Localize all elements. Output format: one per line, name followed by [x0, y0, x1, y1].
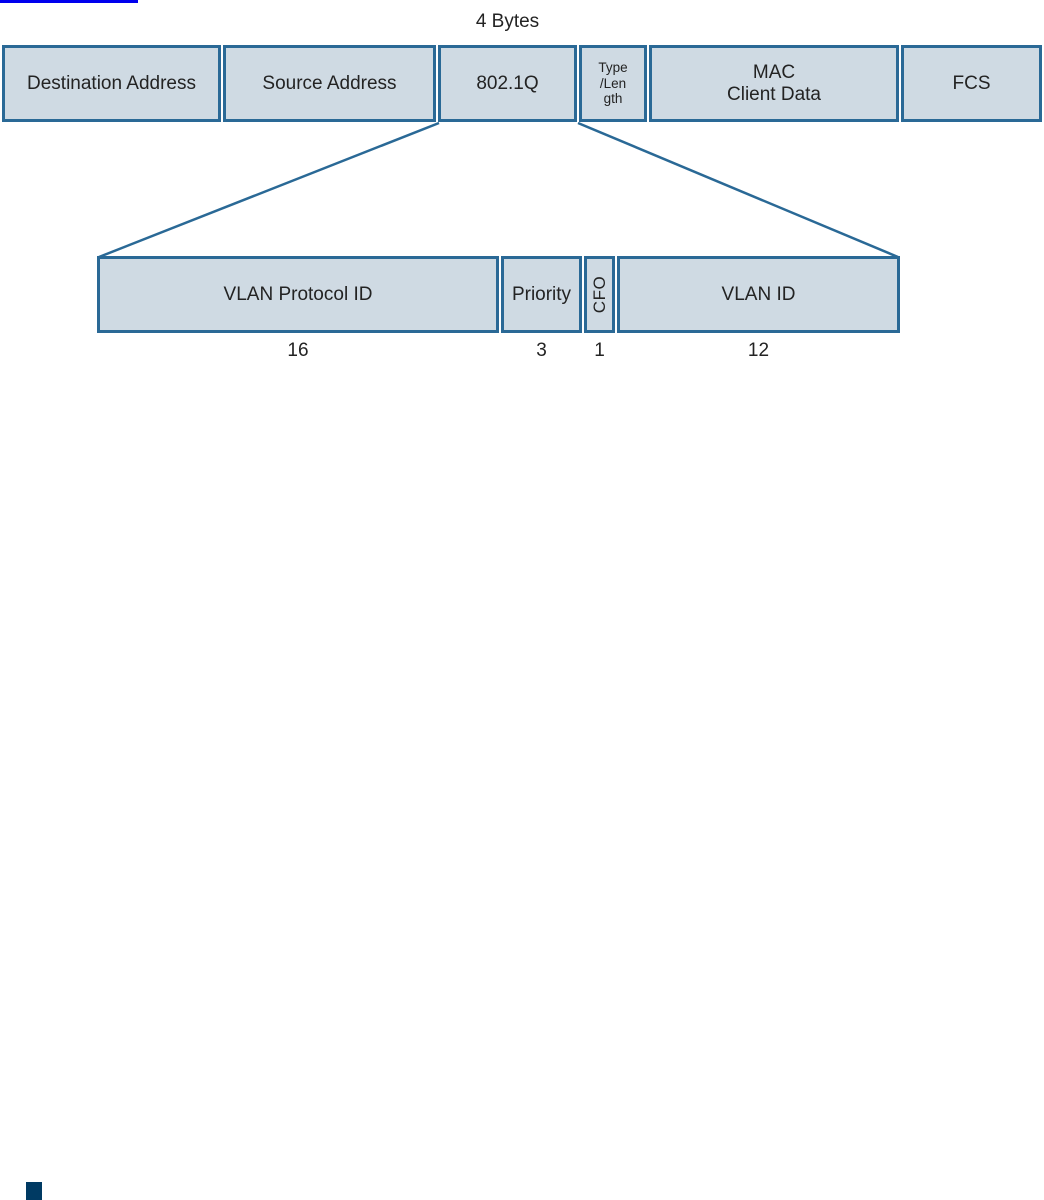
- field-802-1q: 802.1Q: [438, 45, 577, 122]
- bit-counts-row: 16 3 1 12: [97, 338, 900, 364]
- navy-square-marker: [26, 1182, 42, 1200]
- dot1q-tag-row: VLAN Protocol ID Priority CFO VLAN ID: [97, 256, 900, 333]
- bytes-caption: 4 Bytes: [475, 11, 540, 32]
- field-label: Destination Address: [27, 72, 196, 94]
- field-label-line: Type: [598, 60, 628, 76]
- bit-count-vlan-id: 12: [747, 340, 770, 361]
- field-label-line: /Len: [599, 75, 627, 91]
- bit-count-vlan-protocol-id: 16: [287, 340, 309, 361]
- field-label: VLAN ID: [721, 283, 796, 305]
- field-label: FCS: [952, 72, 991, 94]
- field-label-vertical: CFO: [590, 275, 610, 314]
- field-vlan-protocol-id: VLAN Protocol ID: [97, 256, 499, 333]
- field-cfo: CFO: [584, 256, 615, 333]
- field-vlan-id: VLAN ID: [617, 256, 900, 333]
- ethernet-frame-row: Destination Address Source Address 802.1…: [2, 45, 1042, 122]
- field-destination-address: Destination Address: [2, 45, 221, 122]
- field-label-line: gth: [603, 91, 623, 107]
- bit-count-cfo: 1: [594, 340, 605, 361]
- expansion-line-left: [98, 121, 440, 259]
- expansion-line-right: [577, 121, 899, 259]
- field-source-address: Source Address: [223, 45, 436, 122]
- field-label-line: MAC: [752, 61, 796, 83]
- field-label-line: Client Data: [727, 83, 821, 105]
- field-mac-client-data: MAC Client Data: [649, 45, 899, 122]
- field-label: Source Address: [262, 72, 397, 94]
- field-label: Priority: [511, 283, 572, 305]
- field-label: 802.1Q: [476, 72, 539, 94]
- field-priority: Priority: [501, 256, 582, 333]
- link-underline[interactable]: [0, 0, 138, 3]
- bit-count-priority: 3: [536, 340, 547, 361]
- field-type-length: Type /Len gth: [579, 45, 647, 122]
- field-label: VLAN Protocol ID: [223, 283, 373, 305]
- field-fcs: FCS: [901, 45, 1042, 122]
